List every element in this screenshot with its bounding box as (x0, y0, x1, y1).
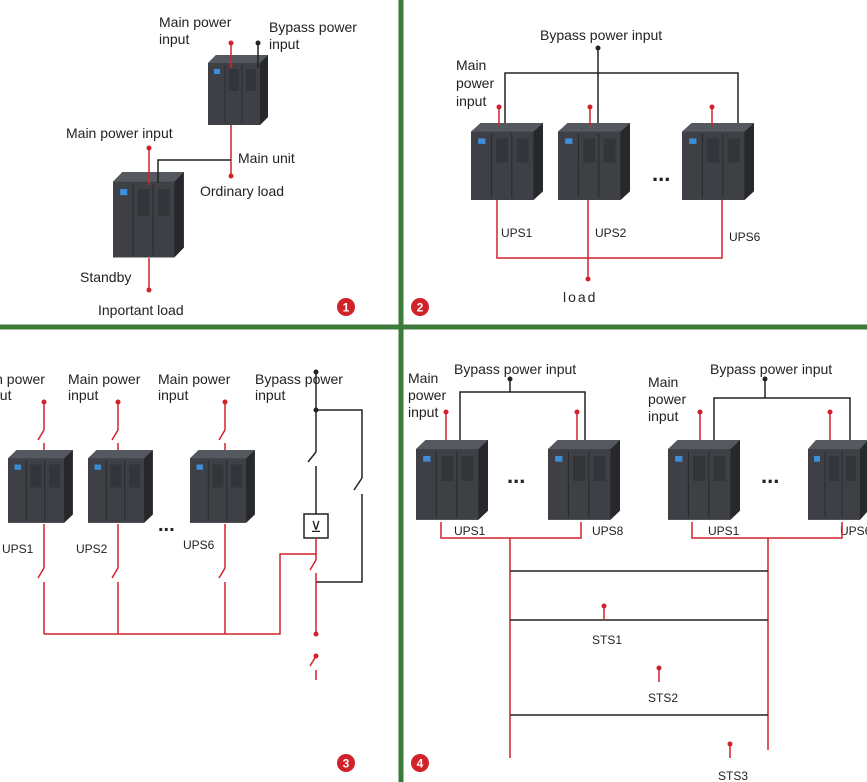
panel-2: Bypass power input Main power input ... … (411, 27, 761, 316)
ups1-label: UPS1 (501, 226, 533, 240)
panel-1-badge-number: 1 (343, 301, 350, 315)
right-main-power-input-label-1: Main (648, 374, 678, 390)
panel-2-badge (411, 298, 429, 316)
ups1-cabinet (7, 449, 74, 524)
bypass-power-input-label-1: Bypass power (269, 19, 357, 35)
output-bus (37, 524, 316, 635)
standby-label: Standby (80, 269, 131, 285)
ups6-cabinet (681, 122, 755, 201)
ups2-cabinet (87, 449, 154, 524)
panel-1: Main power input Bypass power input Main… (66, 14, 357, 318)
left-main-power-input-label-1: Main (408, 370, 438, 386)
panel-4-badge-number: 4 (417, 757, 424, 771)
main-power-input-label-1: Main (456, 57, 486, 73)
main-unit-cabinet (207, 54, 269, 126)
right-output-bus (691, 522, 843, 539)
left-ups8-label: UPS8 (592, 524, 624, 538)
panel-1-badge (337, 298, 355, 316)
panel-4: Main power input Bypass power input ... … (408, 361, 867, 782)
left-main-power-input-label-2: power (408, 387, 446, 403)
panel-3-badge (337, 754, 355, 772)
left-bypass-bus (459, 391, 586, 440)
main-power-input-label: Main power input (66, 125, 173, 141)
main-power-input-top-label-1: Main power (159, 14, 232, 30)
ellipsis: ... (652, 161, 670, 186)
ups2-cabinet (557, 122, 631, 201)
left-ups8-cabinet (547, 439, 621, 521)
panel-4-badge (411, 754, 429, 772)
output-bus (496, 200, 723, 259)
bypass-power-input-label: Bypass power input (540, 27, 662, 43)
left-bypass-power-input-label: Bypass power input (454, 361, 576, 377)
static-switch-icon: ⊻ (311, 519, 322, 536)
bypass-bus (504, 72, 739, 123)
ups6-cabinet (189, 449, 256, 524)
ups2-label: UPS2 (595, 226, 627, 240)
sts1-label: STS1 (592, 633, 622, 647)
main-power-input-top-label-2: input (159, 31, 189, 47)
bypass-power-input-label-1: Bypass power (255, 371, 343, 387)
sts3-label: STS3 (718, 769, 748, 782)
sts2-label: STS2 (648, 691, 678, 705)
right-ups1-cabinet (667, 439, 741, 521)
right-ups6-label: UPS6 (840, 524, 867, 538)
right-ellipsis: ... (761, 463, 779, 488)
right-bypass-power-input-label: Bypass power input (710, 361, 832, 377)
ups6-label: UPS6 (183, 538, 215, 552)
panel-2-badge-number: 2 (417, 301, 424, 315)
load-label: load (563, 289, 597, 305)
left-ups1-cabinet (415, 439, 489, 521)
left-main-power-input-label-3: input (408, 404, 438, 420)
main-power-input-1-label-2: put (0, 387, 12, 403)
ups1-cabinet (470, 122, 544, 201)
main-power-input-1-label-1: in power (0, 371, 45, 387)
ups1-label: UPS1 (2, 542, 34, 556)
right-bypass-bus (713, 397, 851, 440)
left-ellipsis: ... (507, 463, 525, 488)
main-power-input-2-label-2: input (68, 387, 98, 403)
main-input-feeds (37, 402, 226, 455)
bypass-power-input-label-2: input (255, 387, 285, 403)
panel-3-badge-number: 3 (343, 757, 350, 771)
bypass-power-input-label-2: input (269, 36, 299, 52)
main-power-input-3-label-1: Main power (158, 371, 231, 387)
static-switch-box (303, 513, 329, 539)
main-unit-label: Main unit (238, 150, 295, 166)
ordinary-load-label: Ordinary load (200, 183, 284, 199)
left-output-bus (440, 522, 582, 539)
right-ups1-label: UPS1 (708, 524, 740, 538)
main-power-input-3-label-2: input (158, 387, 188, 403)
main-power-input-label-3: input (456, 93, 486, 109)
important-load-label: Inportant load (98, 302, 184, 318)
main-unit-to-standby-line (157, 159, 231, 183)
ellipsis: ... (158, 514, 175, 536)
ups2-label: UPS2 (76, 542, 108, 556)
right-main-power-input-label-2: power (648, 391, 686, 407)
panel-3: in power put Main power input Main power… (0, 369, 363, 772)
right-main-power-input-label-3: input (648, 408, 678, 424)
main-power-input-2-label-1: Main power (68, 371, 141, 387)
right-ups6-cabinet (807, 439, 867, 521)
main-power-input-label-2: power (456, 75, 494, 91)
ups6-label: UPS6 (729, 230, 761, 244)
left-ups1-label: UPS1 (454, 524, 486, 538)
